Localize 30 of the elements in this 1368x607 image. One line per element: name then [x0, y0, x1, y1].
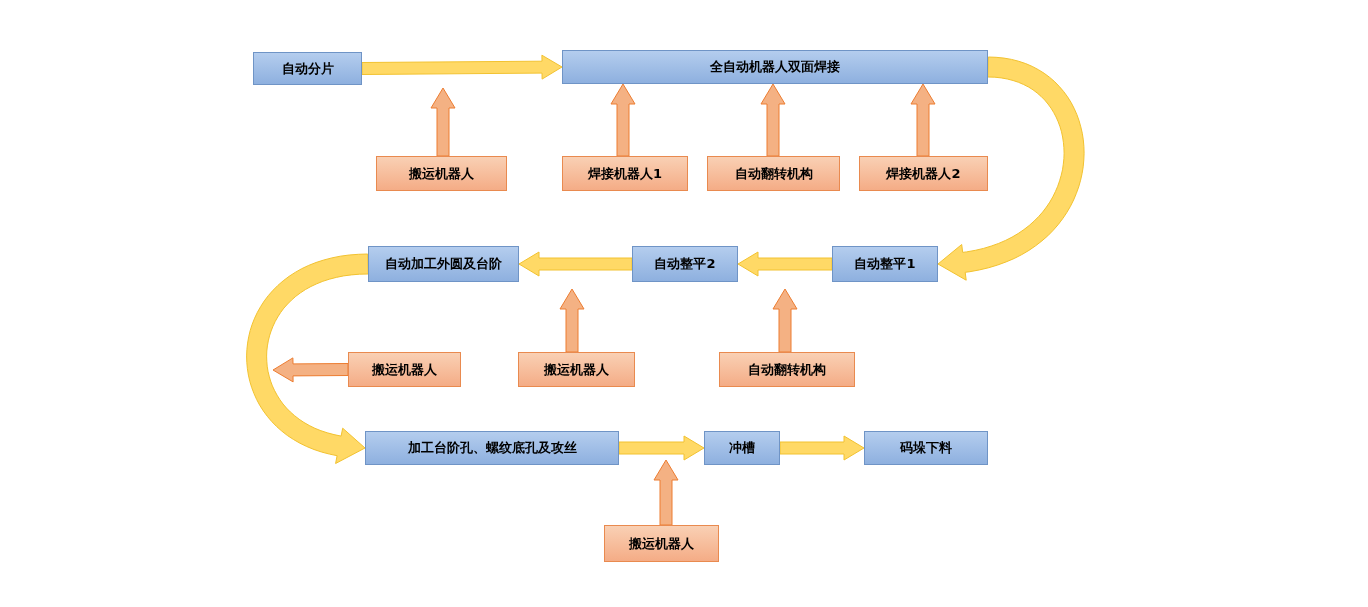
- process-box: 搬运机器人: [518, 352, 635, 387]
- arrow: [272, 357, 349, 383]
- arrow: [653, 459, 679, 526]
- arrow: [910, 83, 936, 157]
- process-box: 自动翻转机构: [707, 156, 840, 191]
- process-box: 搬运机器人: [604, 525, 719, 562]
- process-box: 搬运机器人: [376, 156, 507, 191]
- process-box: 冲槽: [704, 431, 780, 465]
- arrow: [430, 87, 456, 157]
- process-box: 加工台阶孔、螺纹底孔及攻丝: [365, 431, 619, 465]
- process-box: 自动翻转机构: [719, 352, 855, 387]
- process-box: 焊接机器人1: [562, 156, 688, 191]
- process-box: 自动整平1: [832, 246, 938, 282]
- arrow: [610, 83, 636, 157]
- arrow: [559, 288, 585, 353]
- arrow: [772, 288, 798, 353]
- arrow: [779, 435, 865, 461]
- arrow: [518, 251, 633, 277]
- process-box: 全自动机器人双面焊接: [562, 50, 988, 84]
- arrow: [760, 83, 786, 157]
- process-box: 搬运机器人: [348, 352, 461, 387]
- process-box: 自动整平2: [632, 246, 738, 282]
- process-box: 自动加工外圆及台阶: [368, 246, 519, 282]
- process-box: 自动分片: [253, 52, 362, 85]
- arrow: [737, 251, 833, 277]
- arrow: [246, 253, 369, 464]
- arrow: [618, 435, 705, 461]
- process-box: 码垛下料: [864, 431, 988, 465]
- arrow: [361, 54, 563, 80]
- process-box: 焊接机器人2: [859, 156, 988, 191]
